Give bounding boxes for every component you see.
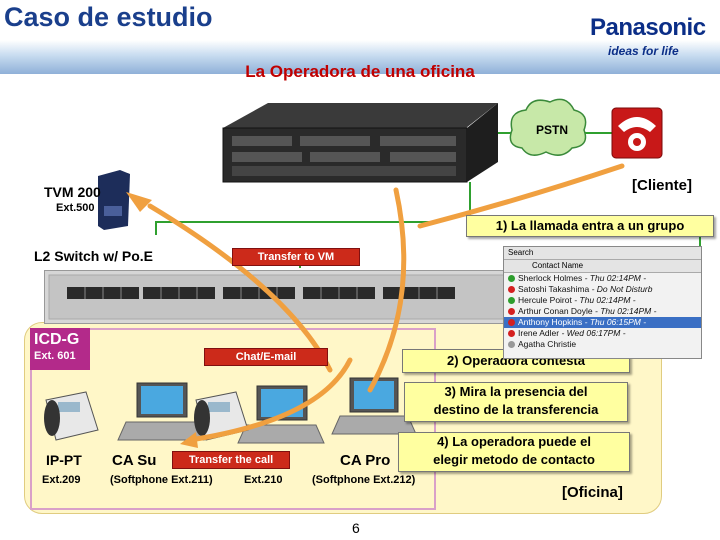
contact-name: Sherlock Holmes (518, 273, 585, 283)
ext210-label: Ext.210 (244, 474, 283, 486)
brand-tagline: ideas for life (608, 44, 679, 58)
contacts-search-bar[interactable]: Search (504, 247, 701, 260)
office-label: [Oficina] (562, 484, 623, 501)
client-phone-icon (611, 107, 663, 159)
tag-chat-email: Chat/E-mail (204, 348, 328, 366)
contact-status: - Thu 02:14PM - (595, 306, 657, 316)
contact-row[interactable]: Satoshi Takashima - Do Not Disturb (504, 284, 701, 295)
contacts-list: Sherlock Holmes - Thu 02:14PM -Satoshi T… (504, 273, 701, 350)
step-3-callout: 3) Mira la presencia del destino de la t… (404, 382, 628, 422)
pstn-cloud (509, 98, 587, 156)
icd-group-tab (30, 328, 90, 370)
step-3-line-1: 3) Mira la presencia del (444, 384, 588, 399)
page-subtitle: La Operadora de una oficina (245, 62, 475, 81)
icd-group-ext: Ext. 601 (34, 350, 76, 362)
ca-sup-ext: (Softphone Ext.211) (110, 474, 213, 486)
page-number: 6 (352, 520, 360, 536)
contact-row[interactable]: Hercule Poirot - Thu 02:14PM - (504, 295, 701, 306)
contact-row[interactable]: Arthur Conan Doyle - Thu 02:14PM - (504, 306, 701, 317)
tvm-ext: Ext.500 (56, 202, 95, 214)
pstn-label: PSTN (535, 123, 568, 137)
pc-ca-sup (117, 382, 205, 441)
presence-status-icon (508, 275, 515, 283)
step-1-callout: 1) La llamada entra a un grupo (466, 215, 714, 237)
switch-label: L2 Switch w/ Po.E (34, 248, 154, 264)
contact-name: Anthony Hopkins (518, 317, 585, 327)
tag-transfer-call: Transfer the call (172, 451, 290, 469)
step-3-line-2: destino de la transferencia (433, 402, 599, 417)
contact-status: - Do Not Disturb (591, 284, 653, 294)
arrow-heads (126, 192, 198, 448)
contacts-window: Search Contact Name Sherlock Holmes - Th… (503, 246, 702, 359)
presence-status-icon (508, 297, 515, 305)
ippt-label: IP-PT (46, 452, 82, 468)
contacts-column-label: Contact Name (532, 261, 584, 270)
contacts-search-label: Search (508, 248, 534, 257)
contact-row[interactable]: Agatha Christie (504, 339, 701, 350)
switch-ports (45, 271, 661, 323)
contact-status: - Thu 06:15PM - (584, 317, 647, 327)
tvm-label: TVM 200 (44, 184, 101, 200)
presence-status-icon (508, 286, 515, 294)
contact-status: - Thu 02:14PM - (574, 295, 636, 305)
presence-status-icon (508, 330, 515, 338)
contact-row[interactable]: Anthony Hopkins - Thu 06:15PM - (504, 317, 701, 328)
contact-name: Satoshi Takashima (518, 284, 592, 294)
ippt-ext: Ext.209 (42, 474, 81, 486)
step-4-line-1: 4) La operadora puede el (437, 434, 591, 449)
ip-phone-2 (194, 391, 249, 441)
ca-pro-ext: (Softphone Ext.212) (312, 474, 416, 486)
brand-logo: Panasonic (590, 14, 706, 41)
presence-status-icon (508, 319, 515, 327)
page-title: Caso de estudio (4, 2, 213, 32)
pbx-unit (222, 103, 498, 183)
contact-row[interactable]: Irene Adler - Wed 06:17PM - (504, 328, 701, 339)
step-4-callout: 4) La operadora puede el elegir metodo d… (398, 432, 630, 472)
contact-name: Hercule Poirot (518, 295, 575, 305)
presence-status-icon (508, 341, 515, 349)
ca-sup-label: CA Su (112, 452, 157, 469)
contact-name: Agatha Christie (518, 339, 577, 349)
step-4-line-2: elegir metodo de contacto (433, 452, 595, 467)
ip-phone-1 (44, 391, 99, 441)
contact-status: - Thu 02:14PM - (584, 273, 647, 283)
presence-status-icon (508, 308, 515, 316)
contact-row[interactable]: Sherlock Holmes - Thu 02:14PM - (504, 273, 701, 284)
ca-pro-label: CA Pro (340, 452, 391, 469)
tvm-device (98, 170, 130, 230)
pc-ext210 (237, 385, 325, 444)
contact-status: - Wed 06:17PM - (561, 328, 626, 338)
contact-name: Arthur Conan Doyle (518, 306, 596, 316)
contact-name: Irene Adler (518, 328, 562, 338)
header-band (0, 40, 720, 74)
icd-group-label: ICD-G (34, 331, 80, 348)
client-label: [Cliente] (632, 177, 692, 194)
contacts-column-header[interactable]: Contact Name (504, 260, 701, 273)
tag-transfer-vm: Transfer to VM (232, 248, 360, 266)
